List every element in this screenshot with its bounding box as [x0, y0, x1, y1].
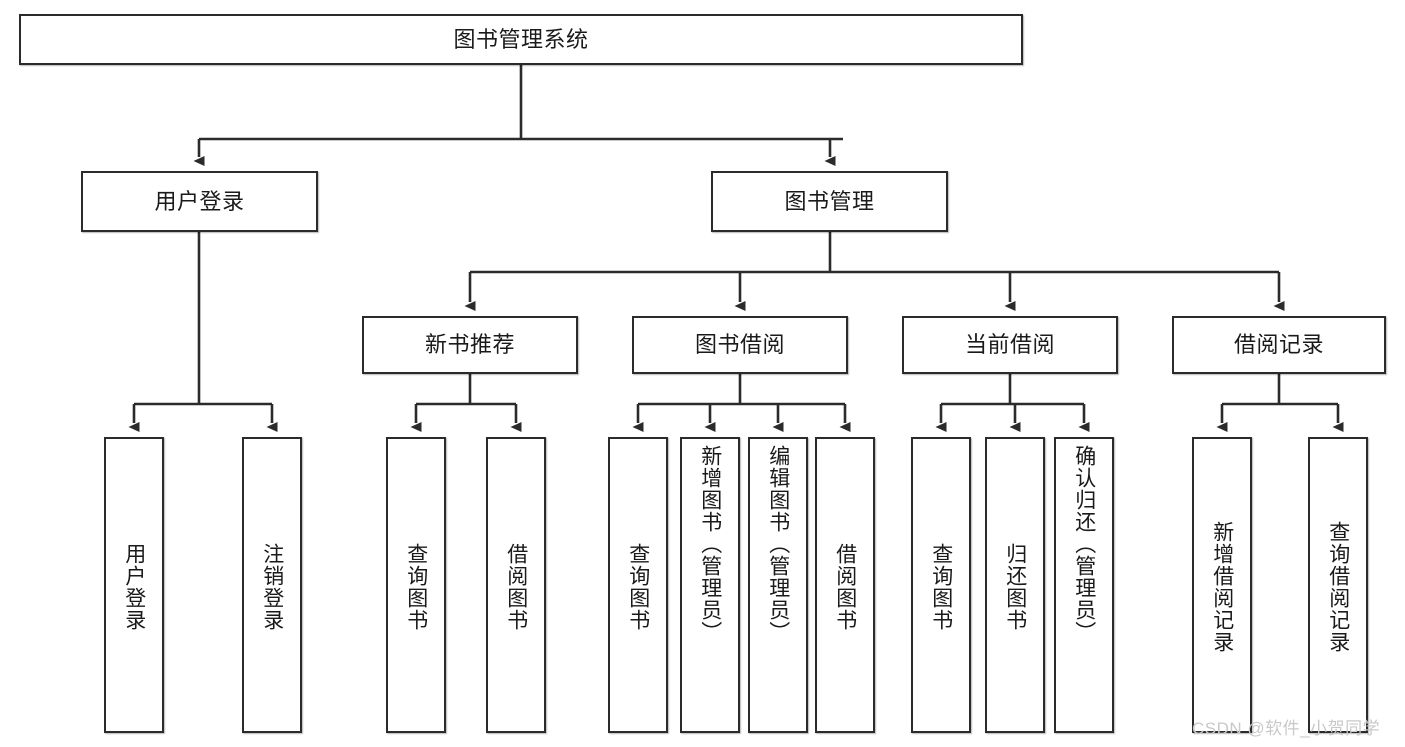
node-leaf-borrow-book-1[interactable]: 借阅图书	[486, 437, 546, 733]
node-leaf-add-book-admin[interactable]: 新增图书（管理员）	[680, 437, 740, 733]
node-leaf-user-login[interactable]: 用户登录	[104, 437, 164, 733]
node-new-book-recommend-label: 新书推荐	[424, 332, 515, 358]
node-new-book-recommend[interactable]: 新书推荐	[362, 316, 578, 374]
node-root[interactable]: 图书管理系统	[19, 14, 1023, 65]
node-leaf-edit-book-admin[interactable]: 编辑图书（管理员）	[748, 437, 808, 733]
csdn-watermark: CSDN @软件_小贺同学	[1192, 719, 1381, 738]
node-leaf-query-borrow-record-label: 查询借阅记录	[1326, 521, 1350, 653]
node-book-borrow-label: 图书借阅	[694, 332, 785, 358]
node-leaf-query-book-3-label: 查询图书	[929, 543, 953, 631]
node-borrow-record[interactable]: 借阅记录	[1172, 316, 1386, 374]
node-leaf-confirm-return-admin[interactable]: 确认归还（管理员）	[1054, 437, 1114, 733]
node-leaf-logout-login[interactable]: 注销登录	[242, 437, 302, 733]
node-leaf-add-book-admin-label: 新增图书（管理员）	[698, 445, 722, 643]
node-book-manage[interactable]: 图书管理	[711, 171, 948, 232]
node-leaf-borrow-book-1-label: 借阅图书	[504, 543, 528, 631]
node-leaf-add-borrow-record-label: 新增借阅记录	[1210, 521, 1234, 653]
node-leaf-return-book[interactable]: 归还图书	[985, 437, 1045, 733]
node-leaf-query-book-3[interactable]: 查询图书	[911, 437, 971, 733]
node-leaf-query-book-1[interactable]: 查询图书	[386, 437, 446, 733]
node-leaf-logout-login-label: 注销登录	[260, 543, 284, 631]
node-current-borrow[interactable]: 当前借阅	[902, 316, 1118, 374]
node-user-login-label: 用户登录	[154, 188, 245, 214]
node-leaf-query-borrow-record[interactable]: 查询借阅记录	[1308, 437, 1368, 733]
node-user-login[interactable]: 用户登录	[81, 171, 318, 232]
node-leaf-add-borrow-record[interactable]: 新增借阅记录	[1192, 437, 1252, 733]
node-leaf-borrow-book-2-label: 借阅图书	[833, 543, 857, 631]
node-leaf-query-book-1-label: 查询图书	[404, 543, 428, 631]
node-leaf-query-book-2[interactable]: 查询图书	[608, 437, 668, 733]
node-leaf-query-book-2-label: 查询图书	[626, 543, 650, 631]
node-leaf-return-book-label: 归还图书	[1003, 543, 1027, 631]
node-root-label: 图书管理系统	[453, 26, 589, 52]
node-leaf-edit-book-admin-label: 编辑图书（管理员）	[766, 445, 790, 643]
node-book-borrow[interactable]: 图书借阅	[632, 316, 848, 374]
node-current-borrow-label: 当前借阅	[964, 332, 1055, 358]
node-leaf-borrow-book-2[interactable]: 借阅图书	[815, 437, 875, 733]
node-leaf-user-login-label: 用户登录	[122, 543, 146, 631]
node-borrow-record-label: 借阅记录	[1233, 332, 1324, 358]
node-leaf-confirm-return-admin-label: 确认归还（管理员）	[1072, 445, 1096, 643]
node-book-manage-label: 图书管理	[784, 188, 875, 214]
